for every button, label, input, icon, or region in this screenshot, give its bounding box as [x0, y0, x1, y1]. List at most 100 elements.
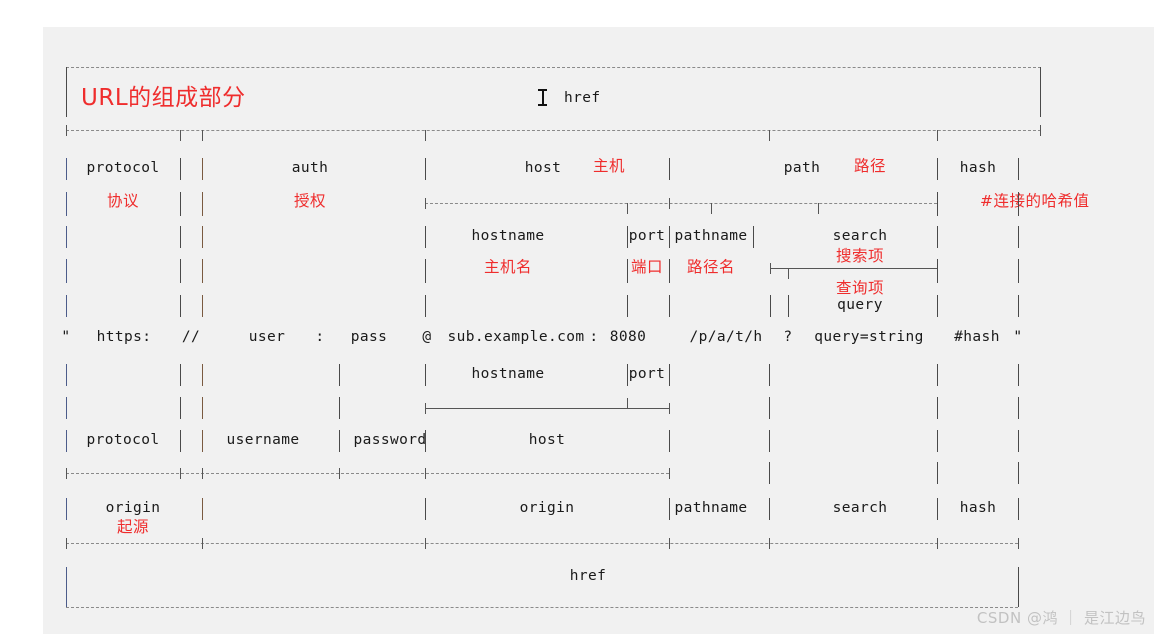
row4-pipe-7 — [769, 364, 770, 386]
label-query-zh: 查询项 — [835, 279, 885, 297]
title-row-right-pipe — [1040, 87, 1041, 117]
href-span-rule — [66, 130, 1041, 131]
title-href-label: href — [564, 90, 601, 106]
tick-origin-split-4 — [425, 468, 426, 479]
row3-pipe-2 — [202, 295, 203, 317]
row2-pipe-5 — [669, 226, 670, 248]
row4-pipe-3 — [339, 364, 340, 386]
row1zh-pipe-right — [1018, 192, 1019, 216]
tick-hostbracket-left — [425, 403, 426, 414]
row3-pipe-9 — [1018, 295, 1019, 317]
row5-pipe-5 — [669, 430, 670, 452]
row6-pipe-6 — [1018, 498, 1019, 520]
label-query-en: query — [837, 297, 883, 313]
url-token-6: @ — [422, 329, 432, 345]
row2zh-pipe-5 — [669, 259, 670, 283]
url-token-14: " — [1013, 329, 1023, 345]
url-token-9: 8080 — [609, 329, 647, 345]
row6-pipe-0 — [66, 498, 67, 520]
tick-query-start — [788, 268, 789, 279]
label-pathname-zh: 路径名 — [686, 258, 736, 276]
page-title: URL的组成部分 — [81, 85, 246, 111]
row4-pipe-5 — [627, 364, 628, 386]
row2zh-pipe-1 — [180, 259, 181, 283]
row1-pipe-1 — [180, 158, 181, 180]
row7-pipe-left — [66, 567, 67, 589]
label-origin-left: origin — [105, 500, 161, 516]
row4b-pipe-4 — [769, 397, 770, 419]
row2-pipe-8 — [1018, 226, 1019, 248]
row5-pipe-7 — [937, 430, 938, 452]
row5-pipe-6 — [769, 430, 770, 452]
tick-href-bracket-left — [66, 538, 67, 549]
row5b-pipe-1 — [937, 462, 938, 484]
url-token-7: sub.example.com — [447, 329, 585, 345]
url-token-1: https: — [96, 329, 152, 345]
row3-pipe-7 — [788, 295, 789, 317]
row1zh-pipe-0 — [66, 192, 67, 216]
row5-pipe-1 — [180, 430, 181, 452]
label-protocol-zh: 协议 — [106, 192, 140, 210]
origin-bracket-rule — [66, 473, 669, 474]
row7-pipe-right — [1018, 567, 1019, 589]
row3-pipe-4 — [627, 295, 628, 317]
row5-pipe-0 — [66, 430, 67, 452]
url-token-5: pass — [350, 329, 388, 345]
label-path-zh: 路径 — [853, 157, 887, 175]
row4-pipe-4 — [425, 364, 426, 386]
tick-auth-end — [425, 130, 426, 141]
url-token-8: : — [589, 329, 599, 345]
tick-href-split-3 — [669, 538, 670, 549]
tick-auth-start — [202, 130, 203, 141]
label-password: password — [353, 432, 427, 448]
row1-pipe-4 — [669, 158, 670, 180]
label-port-zh: 端口 — [630, 258, 664, 276]
search-span-rule — [770, 268, 937, 269]
row1-pipe-2 — [202, 158, 203, 180]
row6-pipe-5 — [937, 498, 938, 520]
row1-pipe-5 — [937, 158, 938, 180]
row5-pipe-2 — [202, 430, 203, 452]
tick-host-end — [769, 130, 770, 141]
tick-href-split-5 — [937, 538, 938, 549]
row4b-pipe-1 — [180, 397, 181, 419]
row4-pipe-9 — [1018, 364, 1019, 386]
label-hash-bottom: hash — [959, 500, 997, 516]
row2-pipe-0 — [66, 226, 67, 248]
row1-pipe-6 — [1018, 158, 1019, 180]
tick-origin-split-3 — [339, 468, 340, 479]
outer-right-corner-top — [1040, 67, 1041, 89]
tick-href-split-4 — [769, 538, 770, 549]
row2-pipe-1 — [180, 226, 181, 248]
label-host-bottom: host — [528, 432, 566, 448]
label-protocol-bottom: protocol — [86, 432, 160, 448]
tick-hostspan-left — [425, 198, 426, 209]
row3-pipe-0 — [66, 295, 67, 317]
tick-href-right — [1040, 125, 1041, 136]
url-token-0: " — [61, 329, 71, 345]
watermark: CSDN @鸿 ｜ 是江边鸟 — [976, 609, 1146, 627]
row2-pipe-4 — [627, 226, 628, 248]
row2-pipe-2 — [202, 226, 203, 248]
label-search-zh: 搜索项 — [835, 247, 885, 265]
outer-right-corner-bottom — [1018, 589, 1019, 607]
label-hash-zh: #连接的哈希值 — [980, 192, 1090, 210]
row4b-pipe-2 — [202, 397, 203, 419]
row2zh-pipe-3 — [425, 259, 426, 283]
url-token-4: : — [315, 329, 325, 345]
row1zh-pipe-1 — [180, 192, 181, 216]
row3-pipe-1 — [180, 295, 181, 317]
row4b-pipe-0 — [66, 397, 67, 419]
url-token-13: #hash — [954, 329, 1000, 345]
outer-top-rule — [66, 67, 1041, 68]
label-href-bottom: href — [569, 568, 607, 584]
label-hostname-top: hostname — [471, 228, 545, 244]
label-host-top: host — [524, 160, 562, 176]
row6-pipe-1 — [202, 498, 203, 520]
url-token-10: /p/a/t/h — [689, 329, 763, 345]
row3-pipe-3 — [425, 295, 426, 317]
tick-pathname-end — [711, 203, 712, 214]
title-row-left-pipe — [66, 87, 67, 117]
row4b-pipe-5 — [937, 397, 938, 419]
row2-pipe-3 — [425, 226, 426, 248]
